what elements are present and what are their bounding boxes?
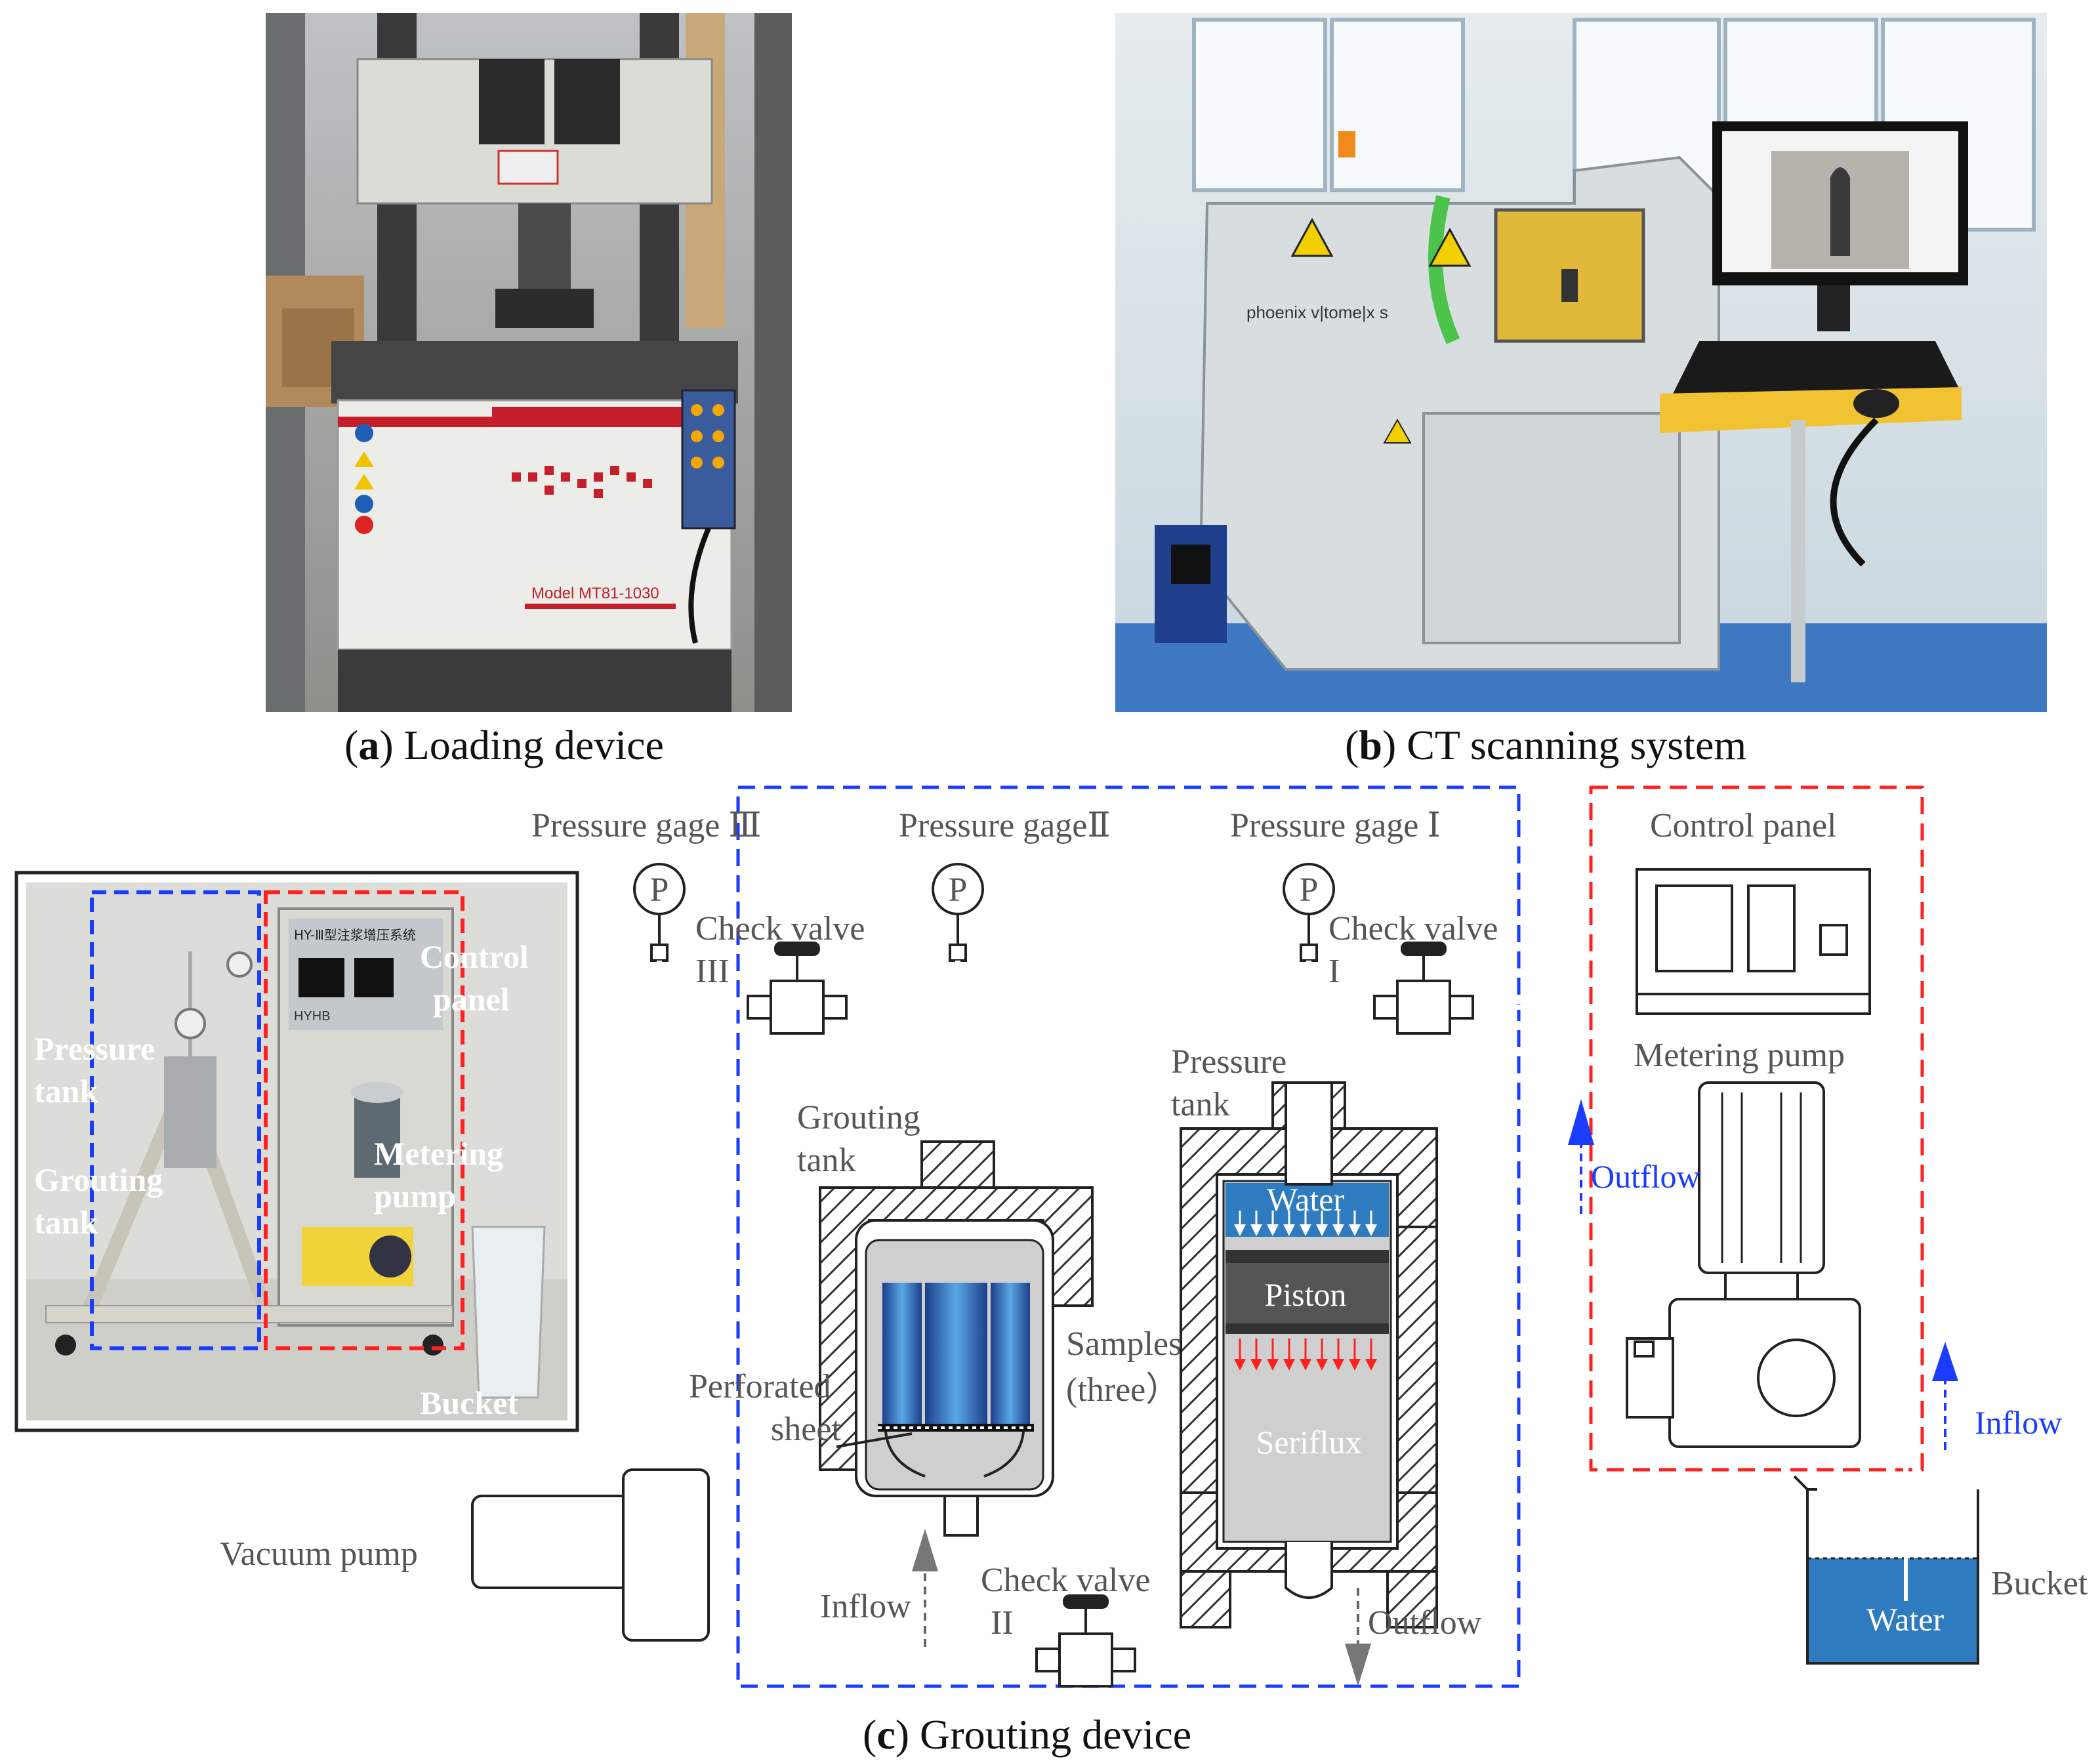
check-valve-3-label-b: III — [695, 953, 730, 990]
svg-text:(b) CT scanning system: (b) CT scanning system — [1345, 722, 1746, 768]
check-valve-2-label-b: II — [991, 1604, 1014, 1642]
photo-loading-device: Model MT81-1030 — [266, 13, 792, 712]
photo-label-control-2: panel — [433, 981, 510, 1018]
caption-a-letter: a — [358, 722, 379, 768]
photo-label-grouting-1: Grouting — [34, 1161, 163, 1198]
perforated-label-2: sheet — [771, 1411, 841, 1448]
caption-c: (c) Grouting device — [863, 1711, 1191, 1758]
pressure-gage-2-label: Pressure gageⅡ — [899, 807, 1111, 844]
schematic: Pressure gage Ⅲ Pressure gageⅡ Pressure … — [220, 785, 2088, 1688]
bucket-water-label: Water — [1866, 1601, 1944, 1638]
water-top-label: Water — [1267, 1181, 1344, 1218]
ct-brand-label: phoenix v|tome|x s — [1246, 302, 1388, 322]
photo-grouting-device: HY-Ⅲ型注浆增压系统 HYHB Control panel Pressure … — [14, 871, 579, 1432]
pump-region-box — [1589, 785, 1924, 1472]
vacuum-pump — [471, 1468, 710, 1642]
grouting-tank-label-2: tank — [797, 1142, 856, 1179]
loading-device-model-label: Model MT81-1030 — [531, 585, 659, 602]
caption-c-text: Grouting device — [920, 1711, 1191, 1758]
photo-label-grouting-2: tank — [34, 1204, 98, 1241]
check-valve-3-icon — [747, 942, 848, 1035]
photo-label-pressure-2: tank — [34, 1073, 98, 1110]
check-valve-1-label-b: I — [1328, 953, 1340, 990]
svg-text:(a) Loading device: (a) Loading device — [344, 722, 664, 768]
outflow-arrow-gray — [1345, 1588, 1371, 1686]
outflow-right-label: Outflow — [1591, 1158, 1700, 1195]
bucket-label: Bucket — [1991, 1565, 2088, 1602]
check-valve-2-label-a: Check valve — [981, 1562, 1150, 1599]
check-valve-3-label-a: Check valve — [695, 910, 865, 947]
photo-brand: HYHB — [294, 1009, 331, 1024]
control-panel-label: Control panel — [1650, 807, 1837, 844]
pressure-tank — [1180, 1081, 1438, 1628]
control-panel-icon — [1636, 868, 1871, 1015]
photo-label-control-1: Control — [420, 938, 529, 975]
photo-label-pressure-1: Pressure — [34, 1030, 155, 1067]
perforated-label-1: Perforated — [689, 1368, 831, 1405]
pressure-gage-3-label: Pressure gage Ⅲ — [531, 807, 762, 844]
metering-pump-label: Metering pump — [1634, 1037, 1845, 1074]
pressure-gage-1-icon: P — [1283, 863, 1335, 962]
check-valve-1-icon — [1373, 942, 1474, 1035]
inflow-arrow-blue — [1932, 1342, 1958, 1450]
metering-pump-icon — [1626, 1081, 1861, 1448]
caption-c-letter: c — [876, 1711, 895, 1758]
samples-label-1: Samples — [1066, 1325, 1182, 1363]
inflow-right-label: Inflow — [1975, 1404, 2062, 1441]
grouting-tank — [819, 1140, 1094, 1537]
vacuum-pump-label: Vacuum pump — [220, 1535, 418, 1573]
caption-b: (b) CT scanning system — [1345, 722, 1746, 768]
photo-label-bucket: Bucket — [420, 1384, 518, 1421]
photo-label-metering-2: pump — [374, 1178, 456, 1214]
pressure-tank-label-2: tank — [1171, 1086, 1230, 1123]
photo-label-metering-1: Metering — [374, 1135, 503, 1172]
piston-label: Piston — [1264, 1276, 1346, 1313]
samples-label-2: (three） — [1066, 1371, 1180, 1409]
gage-1-symbol: P — [1300, 871, 1319, 909]
grouting-tank-label-1: Grouting — [797, 1099, 920, 1136]
caption-b-letter: b — [1359, 722, 1382, 768]
check-valve-1-label-a: Check valve — [1328, 910, 1498, 947]
pressure-gage-1-label: Pressure gage Ⅰ — [1230, 807, 1441, 844]
outflow-arrow-blue — [1568, 1099, 1594, 1214]
svg-text:(c) Grouting device: (c) Grouting device — [863, 1711, 1191, 1758]
photo-ct-scanning-system: phoenix v|tome|x s — [1115, 13, 2047, 712]
bucket-icon — [1793, 1475, 1979, 1665]
caption-b-text: CT scanning system — [1407, 722, 1746, 768]
pressure-gage-2-icon: P — [932, 863, 984, 962]
gage-2-symbol: P — [949, 871, 968, 909]
inflow-arrow-gray — [912, 1529, 938, 1647]
gage-3-symbol: P — [650, 871, 669, 909]
pressure-tank-label-1: Pressure — [1171, 1043, 1287, 1081]
seriflux-label: Seriflux — [1256, 1424, 1361, 1461]
pressure-gage-3-icon: P — [633, 863, 686, 962]
check-valve-2-icon — [1035, 1594, 1136, 1688]
inflow-left-label: Inflow — [820, 1588, 911, 1625]
outflow-bottom-label: Outflow — [1368, 1604, 1482, 1642]
caption-a: (a) Loading device — [344, 722, 664, 768]
caption-a-text: Loading device — [404, 722, 664, 768]
photo-device-title: HY-Ⅲ型注浆增压系统 — [294, 927, 416, 943]
